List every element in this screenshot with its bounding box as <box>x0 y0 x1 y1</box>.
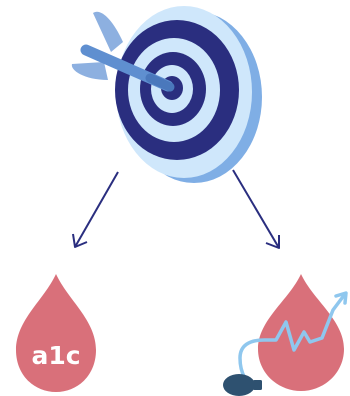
a1c-label: a1c <box>31 341 80 370</box>
arrow-down-right-icon <box>232 169 280 249</box>
blood-pressure-icon <box>223 274 348 396</box>
target-icon <box>115 6 262 183</box>
blood-drop-icon: a1c <box>16 274 96 392</box>
dart-icon <box>71 11 175 92</box>
arrow-down-left-icon <box>72 171 119 248</box>
